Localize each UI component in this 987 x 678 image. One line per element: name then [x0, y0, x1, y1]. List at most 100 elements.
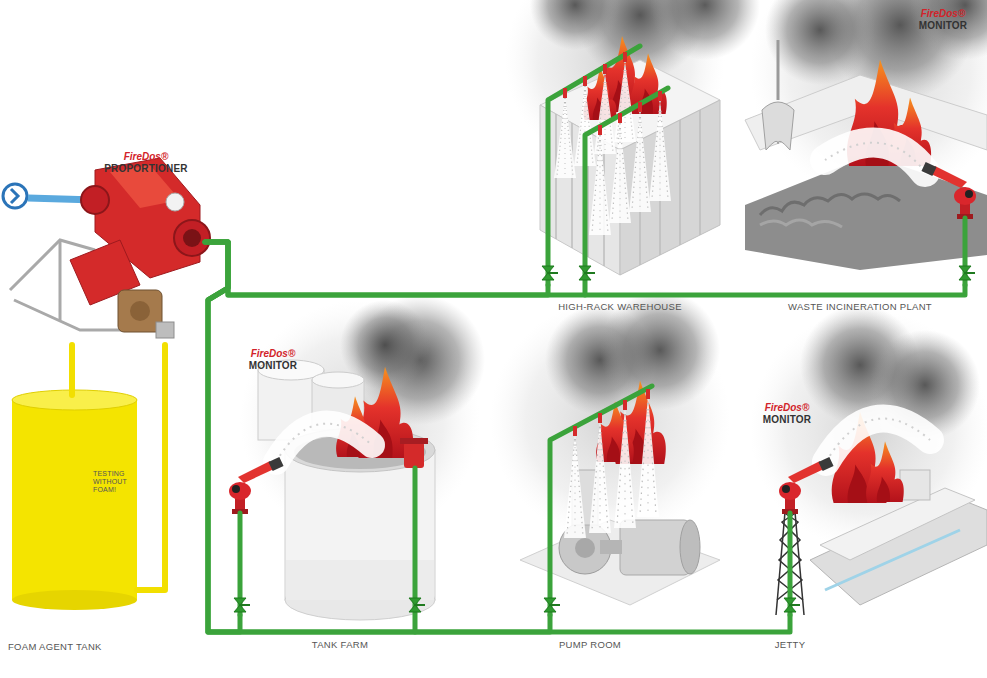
waste-plant-scene: [760, 194, 900, 215]
tank-farm-scene: [286, 560, 434, 600]
sprinkler-head: [623, 52, 627, 62]
pump-room-scene: [637, 397, 659, 517]
area-label: TANK FARM: [260, 640, 420, 651]
pump-room-scene: [564, 434, 586, 538]
tank-farm-scene: [312, 372, 364, 388]
warehouse-scene: [614, 62, 636, 142]
tank-label: FOAM AGENT TANK: [8, 642, 148, 653]
proportioner-illustration: [118, 290, 162, 332]
area-node: FireDos®MONITORWASTE INCINERATION PLANT: [740, 0, 987, 285]
tank-farm-scene: [229, 457, 284, 514]
proportioner-node: FireDos®PROPORTIONER: [0, 150, 205, 345]
warehouse-scene: [620, 100, 720, 275]
tank-farm-scene: [276, 424, 372, 462]
area-node: FireDos®MONITORTANK FARM: [225, 335, 455, 615]
branch-pipe: [240, 46, 965, 632]
valve-handle: [550, 604, 560, 606]
foam-pipe: [69, 345, 75, 395]
foam-tank-illustration: [12, 590, 137, 610]
warehouse-scene: [554, 98, 576, 178]
warehouse-scene: [589, 135, 611, 235]
proportioner-illustration: [130, 301, 150, 321]
waste-plant-scene: [765, 0, 875, 85]
waste-plant-scene: [760, 220, 842, 227]
sprinkler-head: [658, 91, 662, 101]
sprinkler-head: [598, 125, 602, 135]
area-label: JETTY: [740, 640, 840, 651]
warehouse-scene: [571, 123, 573, 248]
proportioner-illustration: [3, 158, 210, 338]
valve-handle: [415, 604, 425, 606]
proportioner-illustration: [183, 229, 201, 247]
waste-plant-scene: [745, 0, 987, 270]
jetty-scene: [779, 457, 834, 514]
proportioner-illustration: [166, 193, 184, 211]
brand-label: FireDos®: [752, 402, 822, 414]
valve-handle: [548, 272, 558, 274]
proportioner-illustration: [3, 184, 27, 208]
warehouse-scene: [594, 74, 616, 154]
jetty-scene: [826, 419, 930, 462]
jetty-scene: [825, 530, 960, 590]
tank-farm-scene: [229, 295, 485, 620]
sprinkler-head: [583, 76, 587, 86]
proportioner-illustration: [156, 322, 174, 338]
tank-farm-scene: [404, 442, 424, 468]
proportioner-illustration: [81, 186, 109, 214]
brand-label: FireDos®: [100, 151, 192, 163]
foam-tank-illustration: [12, 400, 137, 600]
water-foam-pipe: [205, 242, 548, 295]
area-label: PUMP ROOM: [505, 640, 675, 651]
pump-room-scene: [600, 540, 622, 554]
foam-tank-illustration: [12, 390, 137, 610]
sprinkler-head: [563, 52, 662, 436]
warehouse-scene: [699, 110, 701, 235]
jetty-scene: [750, 305, 987, 615]
sprinkler-head: [638, 102, 642, 112]
sprinkler-head: [563, 88, 567, 98]
waste-plant-scene: [825, 143, 925, 172]
area-label: WASTE INCINERATION PLANT: [760, 302, 960, 313]
pump-room-scene: [490, 290, 730, 605]
area-label: HIGH-RACK WAREHOUSE: [520, 302, 720, 313]
pump-room-scene: [575, 538, 595, 558]
warehouse-scene: [505, 0, 760, 275]
water-foam-pipe: [205, 242, 550, 632]
warehouse-scene: [650, 0, 760, 60]
brand-label: FireDos®: [900, 8, 986, 20]
branch-pipe: [585, 88, 668, 295]
valve-handle: [790, 604, 800, 606]
device-title: PROPORTIONER: [100, 163, 192, 175]
jetty-scene: [826, 419, 930, 462]
device-title: MONITOR: [900, 20, 986, 32]
pump-room-scene: [614, 408, 636, 528]
brand-label: FireDos®: [238, 348, 308, 360]
warehouse-scene: [530, 0, 620, 50]
waste-plant-scene: [921, 162, 976, 219]
device-title: MONITOR: [238, 360, 308, 372]
valve-handle: [585, 272, 595, 274]
sprinkler-head: [623, 400, 627, 410]
waste-plant-scene: [825, 143, 925, 172]
proportioner-illustration: [174, 220, 210, 256]
waste-plant-scene: [762, 102, 794, 150]
proportioner-illustration: [11, 189, 18, 203]
device-title: MONITOR: [752, 414, 822, 426]
sprinkler-head: [646, 389, 650, 399]
branch-pipe: [548, 46, 640, 285]
sprinkler-head: [618, 113, 622, 123]
valve-handle: [965, 272, 975, 274]
proportioner-illustration: [59, 240, 62, 320]
sprinkler-head: [573, 426, 577, 436]
area-node: HIGH-RACK WAREHOUSE: [530, 0, 705, 285]
jetty-scene: [866, 441, 904, 502]
jetty-scene: [776, 512, 804, 615]
tank-farm-scene: [276, 424, 372, 462]
area-node: FireDos®MONITORJETTY: [740, 335, 970, 615]
valve-handle: [240, 604, 250, 606]
tank-note: TESTING WITHOUT FOAM!: [93, 470, 135, 494]
pump-room-scene: [680, 520, 700, 574]
